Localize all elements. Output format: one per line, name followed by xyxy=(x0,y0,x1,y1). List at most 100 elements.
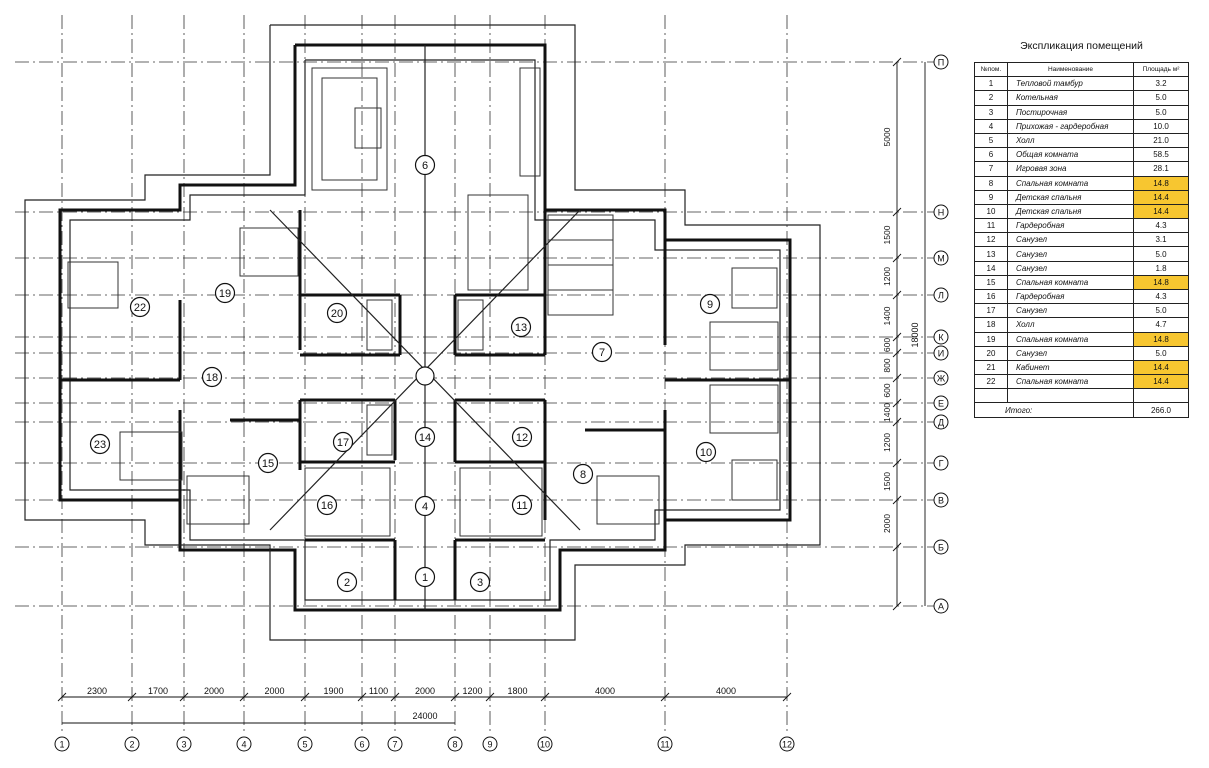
legend-name: Котельная xyxy=(1007,90,1134,106)
dimension-label: 1700 xyxy=(148,686,168,696)
axis-marker xyxy=(933,370,949,386)
room-number-marker xyxy=(257,452,279,474)
axis-marker xyxy=(933,345,949,361)
room-number-label: 3 xyxy=(477,577,483,589)
legend-area: 5.0 xyxy=(1133,345,1189,361)
axis-label: 9 xyxy=(487,740,492,750)
dimension-tick xyxy=(892,398,902,408)
room-number-marker xyxy=(414,566,436,588)
bed-19 xyxy=(239,227,299,277)
room-number-marker xyxy=(201,366,223,388)
dimension-label: 1200 xyxy=(882,267,892,286)
room-number-marker xyxy=(591,341,613,363)
dimension-tick xyxy=(660,692,670,702)
axis-label: Е xyxy=(938,399,944,409)
legend-num: 22 xyxy=(974,374,1008,390)
room-number-label: 13 xyxy=(515,322,527,334)
room-number-marker xyxy=(316,494,338,516)
legend-blank-row xyxy=(974,388,1189,404)
axis-marker xyxy=(933,54,949,70)
room-number-marker xyxy=(332,431,354,453)
axis-label: 5 xyxy=(302,740,307,750)
legend-num: 17 xyxy=(974,303,1008,319)
room-number-marker xyxy=(510,316,532,338)
legend-name: Тепловой тамбур xyxy=(1007,76,1134,92)
legend-area: 4.3 xyxy=(1133,288,1189,305)
dimension-label: 4000 xyxy=(716,686,736,696)
dimension-tick xyxy=(892,332,902,342)
desk-22 xyxy=(67,261,119,309)
bathtub-17 xyxy=(366,404,393,456)
room-number-label: 20 xyxy=(331,308,343,320)
dimension-tick xyxy=(239,692,249,702)
room-number-marker xyxy=(326,302,348,324)
dimension-tick xyxy=(782,692,792,702)
room-number-label: 22 xyxy=(134,302,146,314)
axis-marker xyxy=(933,598,949,614)
legend-name: Санузел xyxy=(1007,246,1134,262)
legend-num: 18 xyxy=(974,317,1008,333)
dimension-tick xyxy=(540,692,550,702)
axis-marker xyxy=(236,736,252,752)
axis-marker xyxy=(124,736,140,752)
axis-marker xyxy=(54,736,70,752)
room-number-label: 12 xyxy=(516,432,528,444)
room-number-label: 4 xyxy=(422,501,428,513)
legend-name: Постирочная xyxy=(1007,104,1134,120)
axis-label: 4 xyxy=(241,740,246,750)
bed-10 xyxy=(709,384,779,434)
bed-9 xyxy=(709,321,779,371)
dimension-label: 600 xyxy=(882,338,892,352)
legend-total-row: Итого:266.0 xyxy=(974,402,1189,419)
axis-marker xyxy=(176,736,192,752)
bed-15 xyxy=(186,475,250,525)
legend-name: Общая комната xyxy=(1007,147,1134,163)
desk-10 xyxy=(731,459,778,501)
legend-blank-cell xyxy=(974,388,1008,404)
dimension-tick xyxy=(57,692,67,702)
legend-area: 10.0 xyxy=(1133,118,1189,134)
legend-num: 8 xyxy=(974,175,1008,191)
room-number-marker xyxy=(511,426,533,448)
legend-num: 6 xyxy=(974,147,1008,163)
legend-name: Спальная комната xyxy=(1007,374,1134,390)
axis-label: Н xyxy=(938,208,945,218)
room-number-label: 19 xyxy=(219,288,231,300)
dimension-total-label: 18000 xyxy=(910,322,920,347)
room-number-label: 10 xyxy=(700,447,712,459)
dimension-label: 1400 xyxy=(882,306,892,325)
axis-label: И xyxy=(938,349,944,359)
axis-marker xyxy=(933,329,949,345)
legend-area: 14.8 xyxy=(1133,274,1189,291)
legend-name: Спальная комната xyxy=(1007,274,1134,291)
dimension-label: 4000 xyxy=(595,686,615,696)
desk-9 xyxy=(731,267,778,309)
legend-area: 58.5 xyxy=(1133,147,1189,163)
legend-name: Санузел xyxy=(1007,260,1134,276)
room-number-label: 15 xyxy=(262,458,274,470)
axis-label: 7 xyxy=(392,740,397,750)
legend-num: 12 xyxy=(974,232,1008,248)
legend-num: 15 xyxy=(974,274,1008,291)
room-number-label: 16 xyxy=(321,500,333,512)
legend-name: Гардеробная xyxy=(1007,288,1134,305)
dimension-label: 1100 xyxy=(369,686,388,696)
room-number-marker xyxy=(469,571,491,593)
legend-name: Прихожая - гардеробная xyxy=(1007,118,1134,134)
legend-name: Холл xyxy=(1007,132,1134,149)
room-number-label: 2 xyxy=(344,577,350,589)
legend-name: Санузел xyxy=(1007,232,1134,248)
legend-area: 14.8 xyxy=(1133,175,1189,191)
